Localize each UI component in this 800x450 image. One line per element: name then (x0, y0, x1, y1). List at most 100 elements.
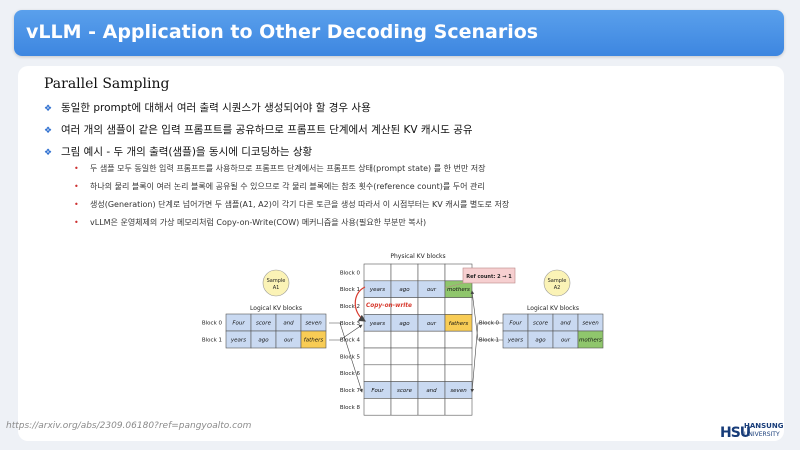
physical-cell (390, 398, 419, 416)
physical-cell (444, 364, 473, 382)
dot-bullet-icon: • (74, 164, 79, 173)
physical-token: years (369, 287, 385, 293)
physical-token: and (426, 388, 437, 394)
logical-cell (577, 330, 604, 349)
physical-cell (390, 347, 419, 366)
physical-cell (390, 330, 419, 349)
logical-token: ago (258, 338, 269, 344)
mapping-arrow (329, 324, 363, 341)
bullet-text: 동일한 prompt에 대해서 여러 출력 시퀀스가 생성되어야 할 경우 사용 (61, 102, 371, 114)
logical-title: Logical KV blocks (527, 305, 579, 312)
logical-token: score (256, 321, 272, 327)
logical-block-label: Block 0 (479, 321, 500, 327)
physical-cell (363, 398, 392, 416)
sub-bullet-item: • 생성(Generation) 단계로 넘어가면 두 샘플(A1, A2)이 각… (74, 199, 509, 210)
physical-token: ago (399, 287, 410, 293)
physical-token: seven (450, 388, 467, 394)
logical-token: our (561, 338, 571, 344)
sample-line2: A1 (273, 285, 280, 291)
physical-token: Four (371, 388, 384, 394)
logical-token: and (283, 321, 294, 327)
physical-cell (363, 364, 392, 382)
physical-token: years (369, 321, 385, 327)
dot-bullet-icon: • (74, 182, 79, 191)
title-bar: vLLM - Application to Other Decoding Sce… (14, 10, 784, 56)
ref-count-label: Ref count: 2 → 1 (466, 274, 512, 280)
physical-token: our (427, 321, 437, 327)
logical-title: Logical KV blocks (250, 305, 302, 312)
logical-token: years (230, 338, 246, 344)
bullet-item: ❖동일한 prompt에 대해서 여러 출력 시퀀스가 생성되어야 할 경우 사… (44, 100, 371, 115)
logical-token: and (560, 321, 571, 327)
physical-token: fathers (449, 321, 469, 327)
section-heading: Parallel Sampling (44, 76, 170, 92)
logical-token: ago (535, 338, 546, 344)
mapping-arrow (470, 322, 503, 393)
bullet-text: 여러 개의 샘플이 같은 입력 프롬프트를 공유하므로 프롬프트 단계에서 계산… (61, 124, 473, 136)
diamond-bullet-icon: ❖ (44, 126, 53, 136)
physical-cell (363, 330, 392, 349)
physical-block-label: Block 1 (340, 287, 360, 293)
sub-bullet-text: 생성(Generation) 단계로 넘어가면 두 샘플(A1, A2)이 각기… (90, 200, 510, 209)
physical-cell (417, 330, 446, 349)
page-title: vLLM - Application to Other Decoding Sce… (26, 21, 539, 43)
sub-bullet-item: • 두 샘플 모두 동일한 입력 프롬프트를 사용하므로 프롬프트 단계에서는 프… (74, 163, 486, 174)
physical-cell (363, 263, 392, 282)
physical-cell (390, 263, 419, 282)
physical-block-label: Block 2 (340, 304, 360, 310)
logical-token: seven (305, 321, 322, 327)
physical-block-label: Block 3 (340, 321, 361, 327)
sub-bullet-text: 하나의 물리 블록이 여러 논리 블록에 공유될 수 있으므로 각 물리 블록에… (90, 182, 485, 191)
diamond-bullet-icon: ❖ (44, 148, 53, 158)
physical-block-label: Block 4 (340, 338, 361, 344)
physical-title: Physical KV blocks (390, 253, 445, 260)
copy-on-write-arrow (354, 286, 367, 322)
logical-block-label: Block 0 (202, 321, 223, 327)
physical-token: mothers (447, 287, 470, 293)
ref-count-connector (444, 282, 464, 289)
physical-token: our (427, 287, 437, 293)
physical-cell (417, 398, 446, 416)
physical-cell (363, 347, 392, 366)
logo-name: HANSUNG (744, 422, 784, 430)
physical-cell (417, 297, 446, 315)
sample-circle (262, 269, 290, 297)
logical-token: fathers (304, 338, 324, 344)
physical-token: score (397, 388, 413, 394)
dot-bullet-icon: • (74, 200, 79, 209)
physical-block-label: Block 0 (340, 270, 361, 276)
sample-line2: A2 (554, 285, 561, 291)
logical-token: score (533, 321, 549, 327)
physical-cell (444, 347, 473, 366)
bullet-text: 그림 예시 - 두 개의 출력(샘플)을 동시에 디코딩하는 상황 (61, 146, 313, 158)
mapping-arrow (329, 322, 363, 393)
logical-cell (300, 330, 327, 349)
source-link[interactable]: https://arxiv.org/abs/2309.06180?ref=pan… (6, 421, 252, 431)
bullet-item: ❖ 여러 개의 샘플이 같은 입력 프롬프트를 공유하므로 프롬프트 단계에서 계… (44, 122, 473, 137)
physical-cell (444, 297, 473, 315)
sub-bullet-text: 두 샘플 모두 동일한 입력 프롬프트를 사용하므로 프롬프트 단계에서는 프롬… (90, 164, 486, 173)
physical-block-label: Block 6 (340, 371, 361, 377)
physical-cell (417, 364, 446, 382)
sample-circle (543, 269, 571, 297)
sample-line1: Sample (548, 278, 567, 284)
ref-count-box (462, 267, 516, 284)
physical-cell (417, 347, 446, 366)
sample-line1: Sample (267, 278, 286, 284)
logical-token: Four (509, 321, 522, 327)
physical-block-label: Block 5 (340, 354, 361, 360)
logical-token: seven (582, 321, 599, 327)
logical-token: Four (232, 321, 245, 327)
logical-token: mothers (579, 338, 602, 344)
logo-sub: UNIVERSITY (744, 431, 780, 438)
physical-cell (444, 398, 473, 416)
logical-block-label: Block 1 (479, 338, 499, 344)
physical-cell (417, 263, 446, 282)
sub-bullet-item: • 하나의 물리 블록이 여러 논리 블록에 공유될 수 있으므로 각 물리 블록… (74, 181, 485, 192)
